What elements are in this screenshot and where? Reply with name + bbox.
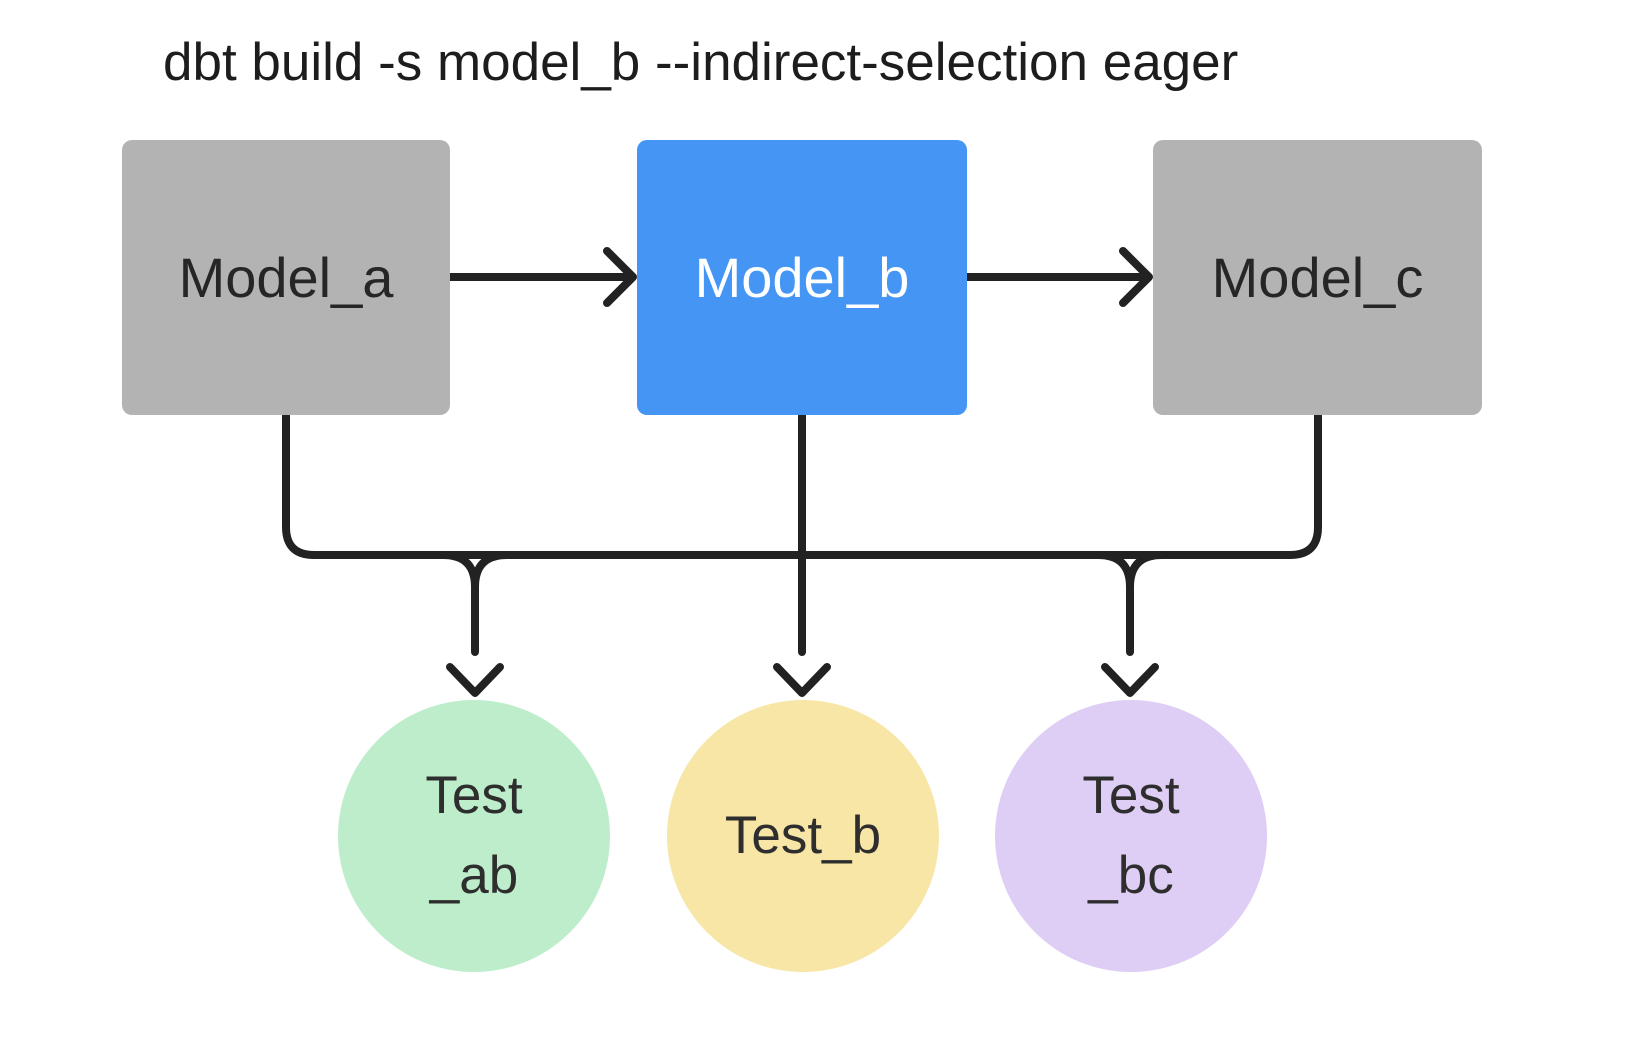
node-test-ab: Test _ab [338,700,610,972]
arrowhead-down-icon [1101,663,1159,697]
node-test-b-label: Test_b [725,796,881,876]
node-test-bc-label-line2: _bc [1088,846,1174,905]
node-test-bc: Test _bc [995,700,1267,972]
node-model-b: Model_b [637,140,967,415]
node-model-a: Model_a [122,140,450,415]
node-model-b-label: Model_b [694,246,910,309]
diagram-title: dbt build -s model_b --indirect-selectio… [163,33,1239,92]
edge-bus-to-test-bc-right-curve [1126,551,1166,591]
edge-bus-to-test-ab-right-curve [471,551,511,591]
node-model-c: Model_c [1153,140,1482,415]
node-test-bc-label-line1: Test [1082,766,1180,825]
node-test-b-label-line1: Test_b [724,806,882,865]
arrowhead-down-icon [446,663,504,697]
edge-bus-to-test-bc [1094,551,1134,656]
arrowhead-right-icon [1119,247,1153,307]
node-test-bc-label: Test _bc [1082,756,1179,916]
arrowhead-right-icon [603,247,637,307]
arrowhead-down-icon [773,663,831,697]
node-test-ab-label: Test _ab [425,756,522,916]
node-test-b: Test_b [667,700,939,972]
node-model-c-label: Model_c [1211,246,1424,309]
node-test-ab-label-line1: Test [425,766,523,825]
edge-bus-to-test-ab [439,551,479,656]
node-model-a-label: Model_a [178,246,394,309]
node-test-ab-label-line2: _ab [429,846,519,905]
